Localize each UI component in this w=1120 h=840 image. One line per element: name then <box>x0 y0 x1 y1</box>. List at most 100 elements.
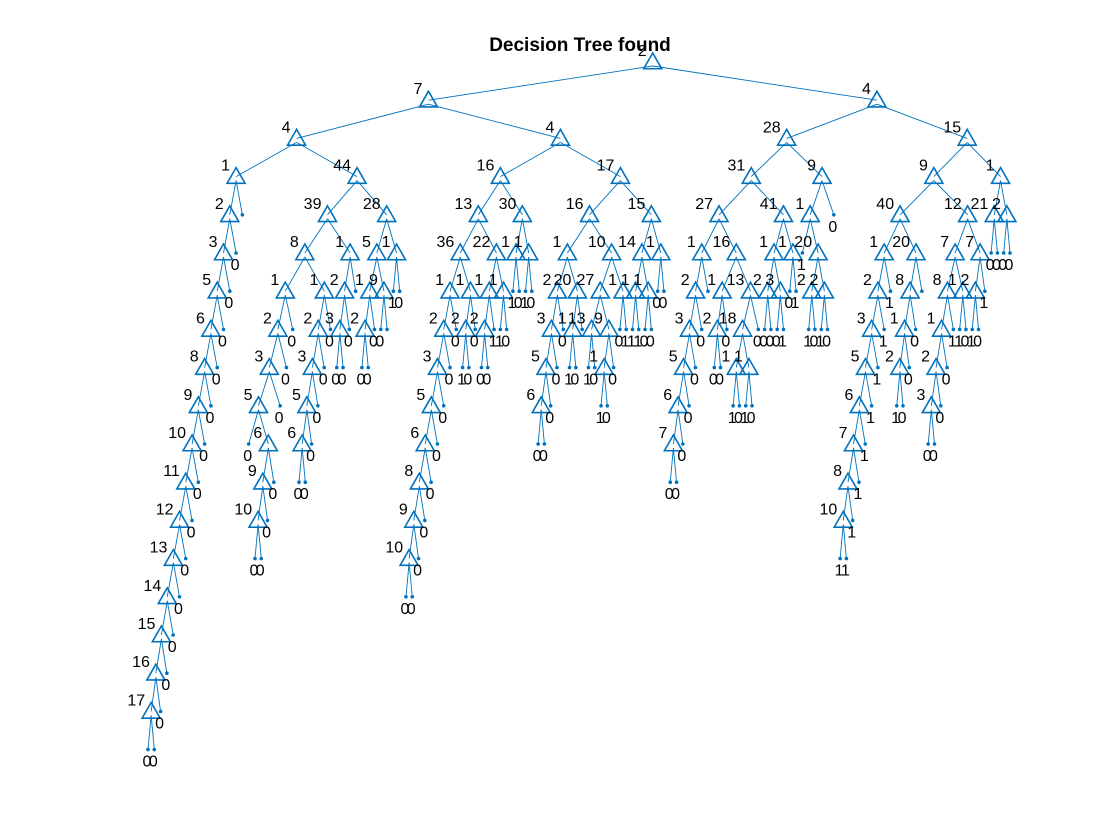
dot-icon <box>504 327 509 332</box>
tree-edge <box>248 409 259 445</box>
tree-edge <box>503 295 508 330</box>
tree-edge <box>899 333 906 368</box>
leaf-label: 0 <box>294 486 303 503</box>
dot-icon <box>347 327 352 332</box>
node-label: 13 <box>150 540 168 557</box>
tree-edge <box>298 447 303 483</box>
tree-edge <box>689 333 696 368</box>
tree-edge <box>443 295 451 330</box>
node-label: 3 <box>254 349 263 366</box>
tree-edge <box>865 371 873 406</box>
node-label: 41 <box>760 196 778 213</box>
triangle-icon <box>905 242 927 261</box>
tree-edge <box>718 180 752 216</box>
leaf-label: 0 <box>445 372 454 389</box>
dot-icon <box>284 365 289 370</box>
tree-edge <box>641 256 649 292</box>
dot-icon <box>882 327 886 332</box>
dot-icon <box>479 365 484 370</box>
dot-icon <box>693 365 698 370</box>
triangle-icon <box>931 318 952 337</box>
triangle-icon <box>420 395 442 414</box>
node-label: 17 <box>127 692 145 709</box>
tree-edge <box>257 486 264 521</box>
node-label: 1 <box>355 272 364 289</box>
triangle-icon <box>296 395 318 414</box>
tree-edge <box>603 371 608 406</box>
dot-icon <box>259 556 264 561</box>
leaf-label: 1 <box>791 295 800 312</box>
triangle-icon <box>433 318 455 337</box>
dot-icon <box>769 327 773 332</box>
tree-edge <box>413 524 420 559</box>
triangle-icon <box>837 471 859 490</box>
tree-edge <box>839 524 844 559</box>
triangle-icon <box>248 395 269 414</box>
tree-edge <box>267 447 275 483</box>
triangle-icon <box>252 471 274 490</box>
tree-edge <box>185 447 193 483</box>
triangle-icon <box>867 280 889 299</box>
dot-icon <box>794 289 798 294</box>
tree-edge <box>909 295 917 330</box>
triangle-icon <box>944 242 966 261</box>
tree-edge <box>155 638 162 674</box>
tree-edge <box>823 295 828 330</box>
node-label: 1 <box>986 158 995 175</box>
tree-edge <box>392 256 397 292</box>
node-label: 2 <box>263 310 272 327</box>
node-label: 3 <box>916 387 925 404</box>
leaf-label: 1 <box>841 563 850 580</box>
triangle-icon <box>593 356 615 376</box>
node-label: 1 <box>456 272 465 289</box>
triangle-icon <box>738 356 760 376</box>
leaf-label: 0 <box>715 372 724 389</box>
leaf-label: 1 <box>728 410 737 427</box>
dot-icon <box>246 442 251 446</box>
tree-edge <box>380 295 385 330</box>
tree-edge <box>745 371 750 406</box>
triangle-icon <box>427 356 448 376</box>
leaf-label: 0 <box>501 333 510 350</box>
tree-edge <box>216 256 224 292</box>
triangle-icon <box>667 395 689 414</box>
node-label: 6 <box>844 387 853 404</box>
leaf-label: 0 <box>998 257 1007 274</box>
tree-edge <box>551 333 558 368</box>
leaf-label: 0 <box>545 410 554 427</box>
dot-icon <box>781 327 786 332</box>
tree-edge <box>776 295 781 330</box>
triangle-icon <box>957 204 979 223</box>
leaf-label: 0 <box>149 754 158 771</box>
dot-icon <box>976 327 981 332</box>
leaf-label: 0 <box>300 486 309 503</box>
triangle-icon <box>376 204 398 223</box>
node-label: 20 <box>554 272 572 289</box>
triangle-icon <box>493 280 514 299</box>
node-label: 16 <box>132 654 150 671</box>
node-label: 3 <box>325 310 334 327</box>
leaf-label: 0 <box>652 295 661 312</box>
leaf-label: 0 <box>765 333 774 350</box>
leaf-label: 0 <box>935 410 944 427</box>
dot-icon <box>838 556 842 561</box>
triangle-icon <box>889 356 911 376</box>
tree-edge <box>306 409 313 445</box>
dot-icon <box>787 289 792 294</box>
node-label: 13 <box>568 310 586 327</box>
dot-icon <box>618 327 622 332</box>
triangle-icon <box>354 318 376 337</box>
tree-edge <box>254 524 259 559</box>
tree-edge <box>677 371 685 406</box>
node-label: 7 <box>940 234 949 251</box>
tree-edge <box>462 333 467 368</box>
tree-edge <box>672 447 677 483</box>
node-label: 4 <box>862 81 871 98</box>
dot-icon <box>221 327 226 332</box>
node-label: 1 <box>221 158 230 175</box>
node-label: 28 <box>763 119 781 136</box>
node-label: 12 <box>156 501 174 518</box>
leaf-label: 0 <box>772 333 781 350</box>
